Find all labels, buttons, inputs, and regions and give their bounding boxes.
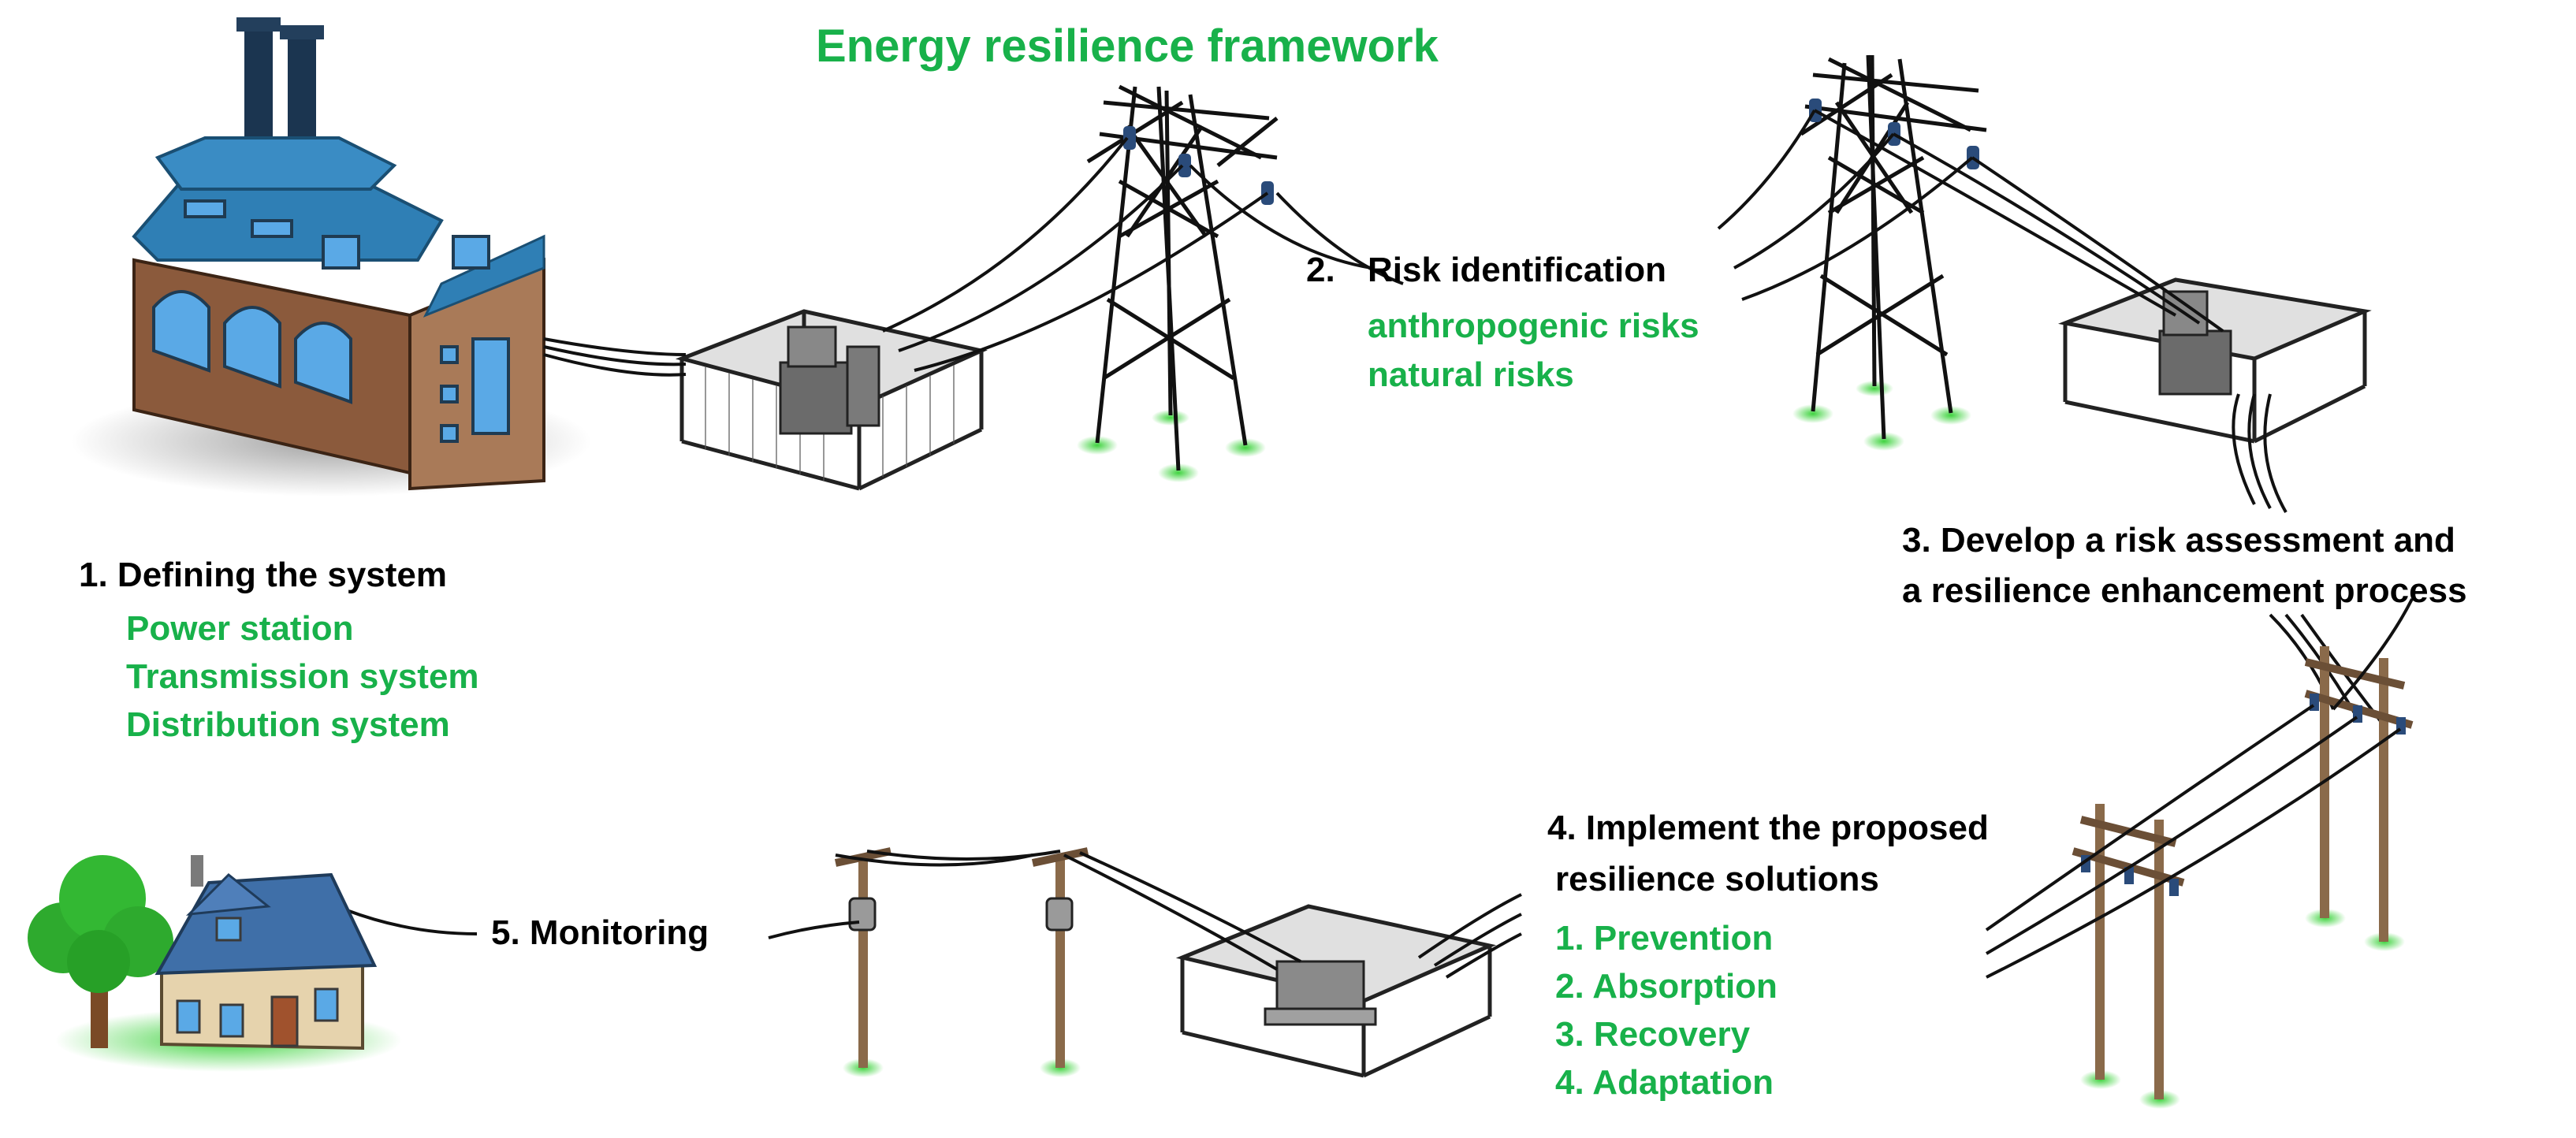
step4-item: 4. Adaptation bbox=[1555, 1063, 1774, 1102]
step2-item: natural risks bbox=[1368, 355, 1574, 394]
step4-heading-line1: 4. Implement the proposed bbox=[1547, 809, 1989, 847]
step1-item: Distribution system bbox=[126, 705, 450, 744]
step5-heading: 5. Monitoring bbox=[491, 913, 709, 952]
transmission-tower-icon bbox=[1792, 54, 1987, 451]
utility-pole-icon bbox=[2072, 804, 2185, 1109]
power-lines bbox=[543, 109, 2382, 723]
step1-heading: 1. Defining the system bbox=[79, 556, 447, 594]
diagram-title: Energy resilience framework bbox=[816, 20, 1439, 72]
substation-icon bbox=[1175, 904, 1497, 1078]
step4-item: 3. Recovery bbox=[1555, 1015, 1751, 1054]
step4-item: 1. Prevention bbox=[1555, 919, 1773, 958]
step4-heading-line2: resilience solutions bbox=[1555, 860, 1879, 898]
power-station-icon bbox=[71, 17, 591, 496]
step4-item: 2. Absorption bbox=[1555, 967, 1778, 1006]
step2-item: anthropogenic risks bbox=[1368, 307, 1699, 345]
step1-item: Transmission system bbox=[126, 657, 479, 696]
substation-icon bbox=[675, 309, 988, 491]
utility-pole-icon bbox=[834, 847, 892, 1077]
step3-heading-line1: 3. Develop a risk assessment and bbox=[1902, 521, 2455, 560]
substation-icon bbox=[2057, 277, 2372, 444]
step2-number: 2. bbox=[1306, 251, 1335, 289]
step1-item: Power station bbox=[126, 609, 354, 648]
step2-heading: Risk identification bbox=[1368, 251, 1666, 289]
transmission-tower-icon bbox=[1077, 84, 1279, 482]
house-icon bbox=[28, 855, 402, 1072]
utility-pole-icon bbox=[1031, 847, 1089, 1077]
step3-heading-line2: a resilience enhancement process bbox=[1902, 571, 2467, 610]
utility-pole-icon bbox=[2304, 646, 2414, 951]
